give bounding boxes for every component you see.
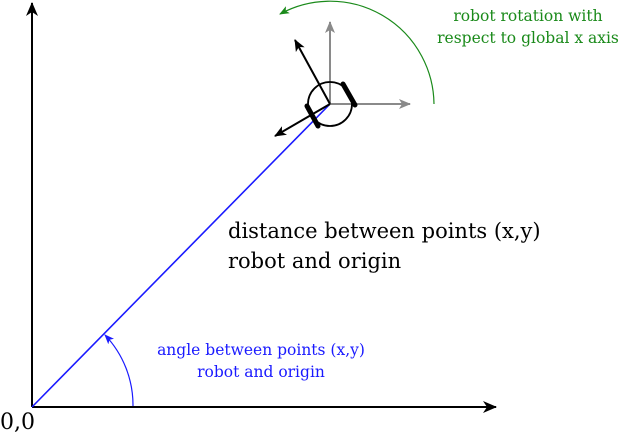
rotation-arc xyxy=(279,0,435,105)
angle-arc xyxy=(104,334,134,407)
robot-circle-icon xyxy=(304,81,358,129)
angle-label-line-1: angle between points (x,y) xyxy=(157,341,365,359)
robot-heading-arrow xyxy=(294,39,331,105)
rotation-label-line-1: robot rotation with xyxy=(453,7,603,25)
rotation-label: robot rotation with respect to global x … xyxy=(424,5,628,50)
distance-label: distance between points (x,y) robot and … xyxy=(228,216,541,277)
rotation-label-line-2: respect to global x axis xyxy=(437,29,619,48)
distance-line xyxy=(31,103,331,408)
distance-label-line-2: robot and origin xyxy=(228,249,402,274)
origin-label: 0,0 xyxy=(0,410,35,435)
distance-label-line-1: distance between points (x,y) xyxy=(228,219,541,243)
angle-label-line-2: robot and origin xyxy=(197,363,325,382)
robot-lateral-arrow xyxy=(274,103,331,137)
angle-label: angle between points (x,y) robot and ori… xyxy=(134,339,388,384)
